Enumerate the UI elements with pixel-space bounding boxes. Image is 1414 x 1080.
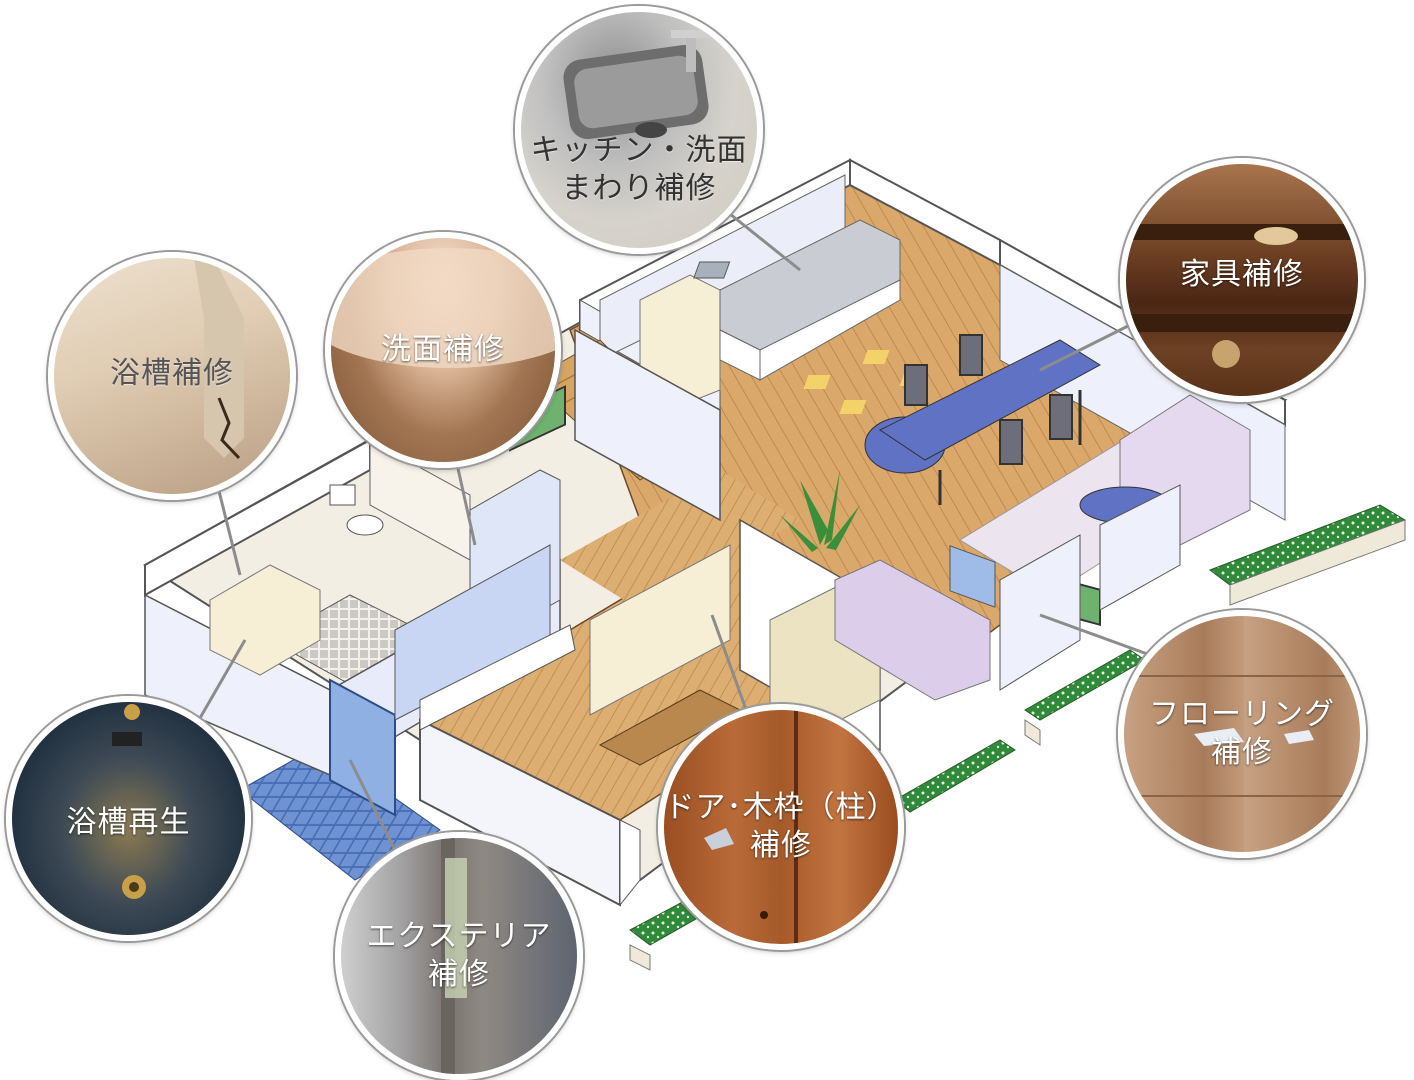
callout-washbasin-line1: 洗面補修 [381,332,505,367]
kitchen-sink-photo [521,12,757,248]
callout-furniture-line1: 家具補修 [1180,257,1304,293]
callout-bathtub-regeneration-label: 浴槽再生 [12,804,245,842]
callout-bathtub-regeneration-line1: 浴槽再生 [66,805,191,841]
callout-washbasin: 洗面補修 [325,232,561,468]
callout-kitchen-line1: キッチン・洗面 [530,133,748,169]
callout-exterior-line2: 補修 [428,957,490,992]
callout-door: ドア･木枠（柱） 補修 [658,704,904,950]
callout-kitchen-line2: まわり補修 [561,171,717,207]
callout-washbasin-label: 洗面補修 [331,331,555,369]
callout-flooring-label: フローリング 補修 [1124,696,1360,772]
callout-bathtub-repair-line1: 浴槽補修 [110,355,234,391]
callout-furniture: 家具補修 [1120,158,1364,402]
callout-bathtub-repair-label: 浴槽補修 [54,355,290,393]
bathtub-crack-photo [54,258,290,494]
washbasin-photo [331,238,555,462]
callout-furniture-label: 家具補修 [1126,256,1358,294]
door-frame-photo [664,710,898,944]
flooring-photo [1124,616,1360,852]
furniture-photo [1126,164,1358,396]
callout-kitchen-label: キッチン・洗面 まわり補修 [521,132,757,208]
callout-flooring-line1: フローリング [1149,697,1335,732]
callout-bathtub-repair: 浴槽補修 [48,252,296,500]
callout-door-label: ドア･木枠（柱） 補修 [664,789,898,865]
callout-exterior: エクステリア 補修 [335,832,583,1080]
callout-bathtub-regeneration: 浴槽再生 [6,696,251,941]
callout-flooring-line2: 補修 [1211,735,1273,770]
callout-kitchen: キッチン・洗面 まわり補修 [515,6,763,254]
callout-flooring: フローリング 補修 [1118,610,1366,858]
callout-exterior-label: エクステリア 補修 [341,918,577,994]
callout-door-line2: 補修 [750,828,812,863]
callout-door-line1: ドア･木枠（柱） [664,790,898,825]
exterior-photo [341,838,577,1074]
callout-exterior-line1: エクステリア [366,919,552,954]
bathtub-regeneration-photo [12,702,245,935]
